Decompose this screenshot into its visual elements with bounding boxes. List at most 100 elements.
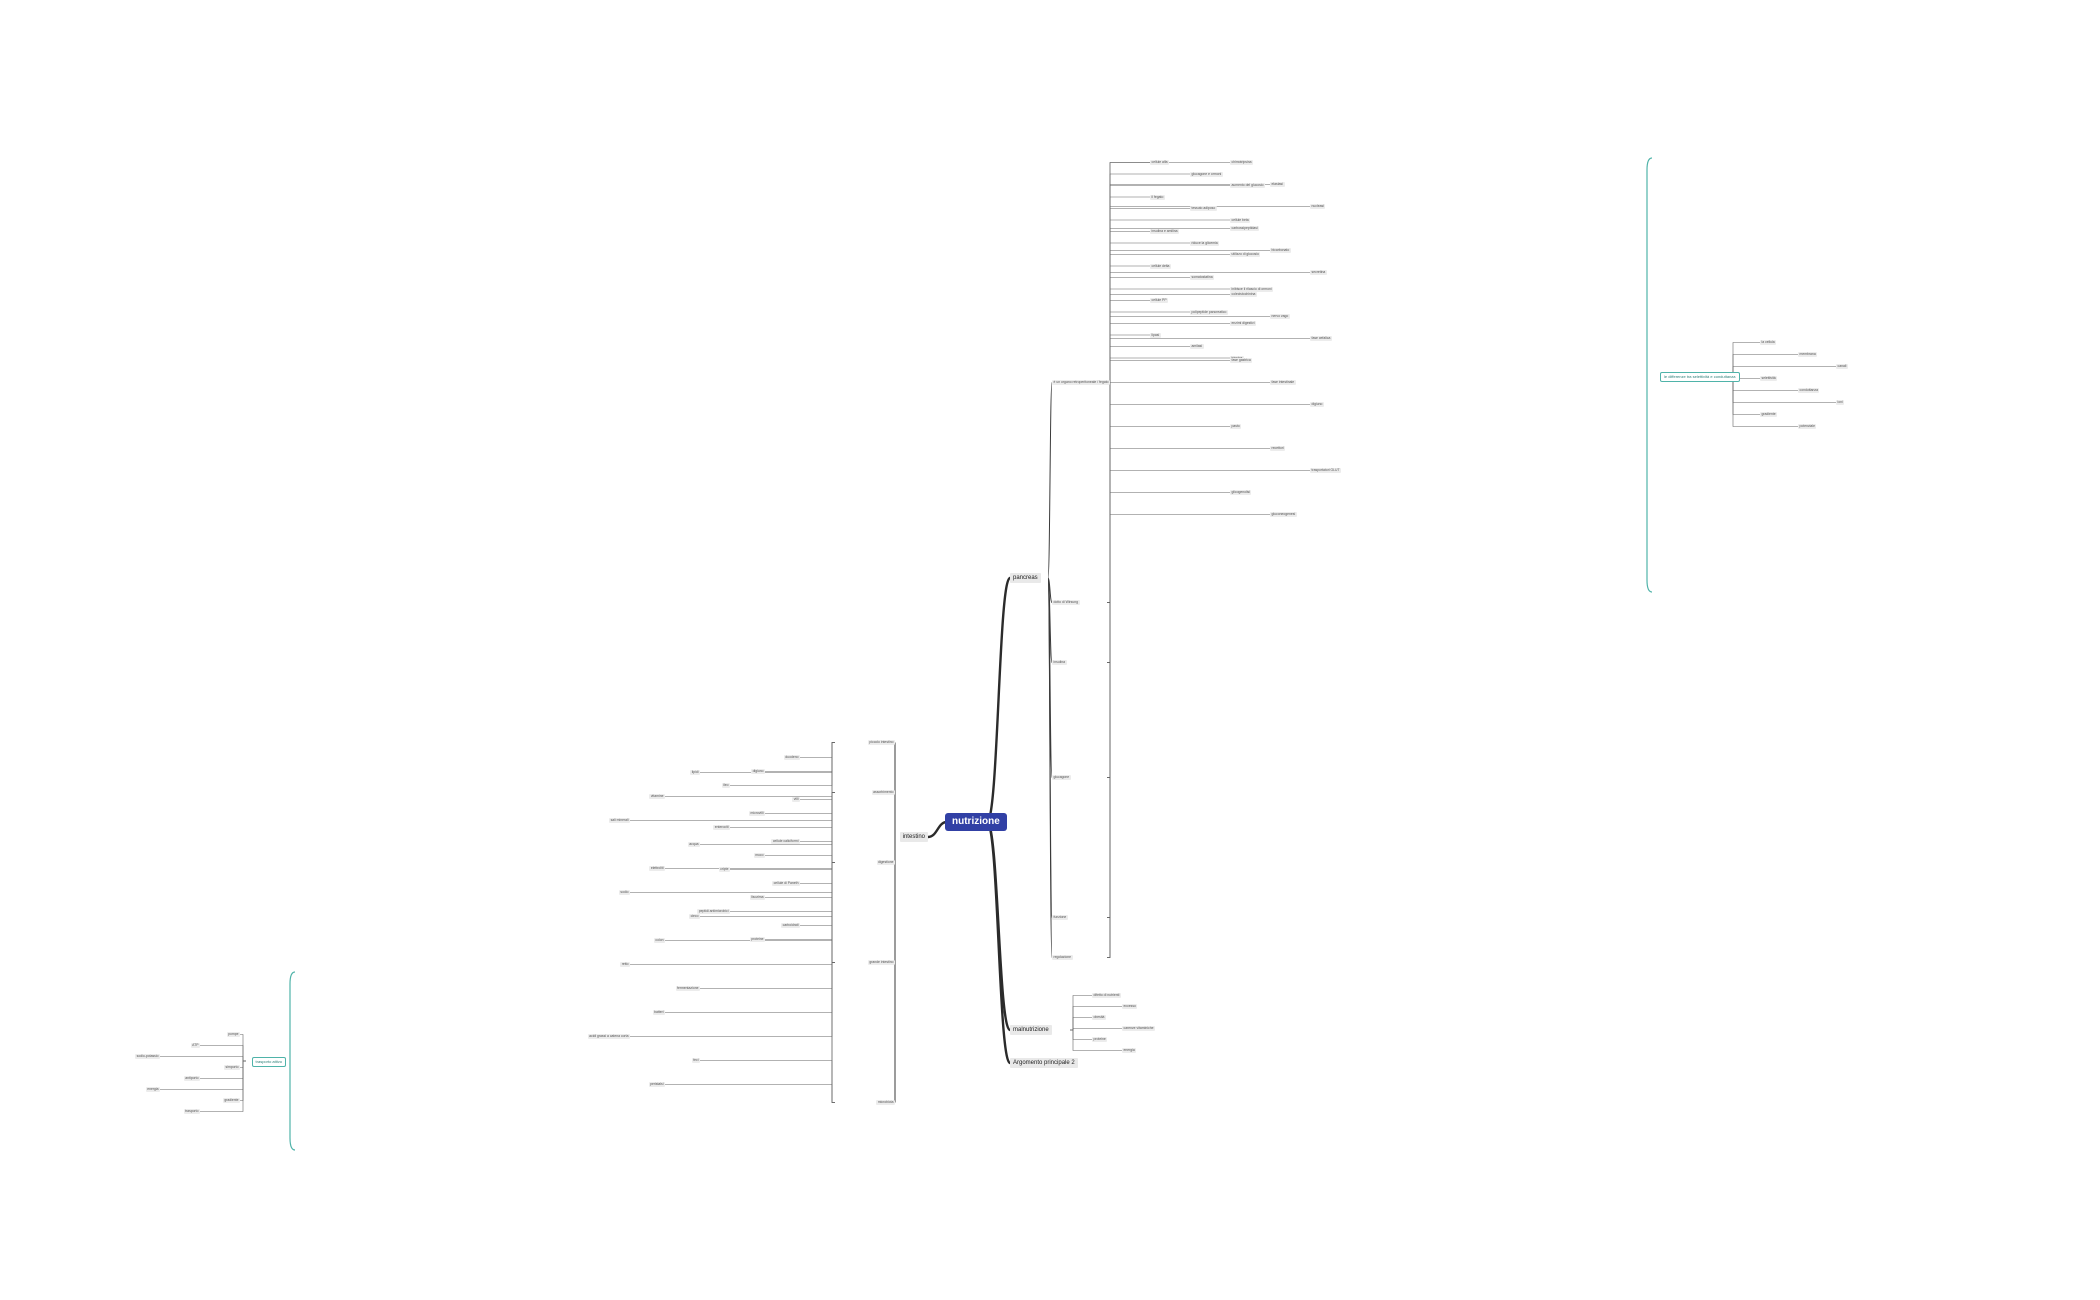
- intestino-item-3[interactable]: villi: [792, 797, 800, 802]
- pancreas-item-9[interactable]: cellule delta: [1150, 263, 1171, 269]
- left-item-4[interactable]: antiporto: [183, 1076, 200, 1081]
- root-topic[interactable]: nutrizione: [945, 813, 1007, 831]
- right-item-2[interactable]: canali: [1836, 364, 1848, 369]
- intestino-item-6[interactable]: cellule caliciformi: [771, 839, 800, 844]
- intestino-item-17[interactable]: acqua: [687, 842, 700, 847]
- intestino-sub-2[interactable]: digestione: [876, 860, 895, 865]
- pancreas-item-31[interactable]: recettori: [1270, 446, 1286, 451]
- pancreas-item-11[interactable]: inibisce il rilascio di ormoni: [1230, 286, 1274, 292]
- pancreas-sub-1[interactable]: dotto di Wirsung: [1052, 600, 1080, 605]
- left-item-2[interactable]: sodio-potassio: [135, 1054, 160, 1059]
- pancreas-item-23[interactable]: secretina: [1310, 270, 1327, 275]
- intestino-sub-4[interactable]: microbiota: [876, 1100, 895, 1105]
- pancreas-item-15[interactable]: lipasi: [1150, 332, 1161, 338]
- pancreas-item-1[interactable]: glucagone e ormoni: [1190, 171, 1223, 177]
- pancreas-item-34[interactable]: gluconeogenesi: [1270, 512, 1297, 517]
- pancreas-sub-2[interactable]: insulina: [1052, 660, 1067, 665]
- left-item-0[interactable]: pompe: [226, 1032, 240, 1037]
- pancreas-item-25[interactable]: nervo vago: [1270, 314, 1290, 319]
- right-item-5[interactable]: ioni: [1836, 400, 1845, 405]
- intestino-item-15[interactable]: vitamine: [649, 794, 665, 799]
- branch-malnutrizione[interactable]: malnutrizione: [1010, 1025, 1052, 1035]
- intestino-item-11[interactable]: peptidi antimicrobici: [697, 909, 730, 914]
- intestino-item-7[interactable]: muco: [753, 853, 765, 858]
- intestino-item-2[interactable]: ileo: [721, 783, 730, 788]
- malnutrizione-item-1[interactable]: eccesso: [1122, 1004, 1138, 1009]
- left-item-1[interactable]: ATP: [190, 1043, 200, 1048]
- intestino-item-4[interactable]: microvilli: [749, 811, 765, 816]
- intestino-item-13[interactable]: proteine: [749, 937, 765, 942]
- intestino-sub-1[interactable]: assorbimento: [871, 790, 895, 795]
- pancreas-item-5[interactable]: cellule beta: [1230, 217, 1251, 223]
- intestino-sub-3[interactable]: grande intestino: [867, 960, 895, 965]
- pancreas-item-20[interactable]: nucleasi: [1310, 204, 1326, 209]
- pancreas-item-24[interactable]: colecistochinina: [1230, 292, 1257, 297]
- intestino-sub-0[interactable]: piccolo intestino: [867, 740, 895, 745]
- intestino-item-10[interactable]: lisozima: [749, 895, 765, 900]
- intestino-item-21[interactable]: colon: [653, 938, 665, 943]
- pancreas-item-22[interactable]: bicarbonato: [1270, 248, 1291, 253]
- intestino-item-8[interactable]: cripte: [718, 867, 730, 872]
- intestino-item-5[interactable]: enterociti: [713, 825, 730, 830]
- intestino-item-19[interactable]: sodio: [618, 890, 630, 895]
- intestino-item-16[interactable]: sali minerali: [609, 818, 630, 823]
- pancreas-item-2[interactable]: aumento del glucosio: [1230, 183, 1266, 188]
- pancreas-item-29[interactable]: digiuno: [1310, 402, 1324, 407]
- left-item-5[interactable]: energia: [145, 1087, 160, 1092]
- intestino-item-18[interactable]: elettroliti: [649, 866, 665, 871]
- pancreas-item-12[interactable]: cellule PP: [1150, 298, 1169, 303]
- intestino-item-27[interactable]: peristalsi: [648, 1082, 665, 1087]
- pancreas-sub-3[interactable]: glucagone: [1052, 775, 1071, 780]
- pancreas-sub-5[interactable]: regolazione: [1052, 955, 1073, 960]
- pancreas-item-19[interactable]: elastasi: [1270, 182, 1285, 187]
- intestino-item-0[interactable]: duodeno: [783, 755, 800, 760]
- intestino-item-1[interactable]: digiuno: [751, 769, 765, 774]
- malnutrizione-item-5[interactable]: energia: [1122, 1048, 1137, 1053]
- right-item-3[interactable]: selettività: [1760, 376, 1778, 381]
- pancreas-item-3[interactable]: il fegato: [1150, 194, 1165, 200]
- pancreas-item-16[interactable]: amilasi: [1190, 344, 1204, 349]
- malnutrizione-item-4[interactable]: proteine: [1092, 1037, 1108, 1042]
- pancreas-item-21[interactable]: carbossipeptidasi: [1230, 226, 1260, 231]
- pancreas-sub-4[interactable]: funzione: [1052, 915, 1068, 920]
- intestino-item-20[interactable]: cieco: [689, 914, 700, 919]
- intestino-item-23[interactable]: fermentazione: [675, 986, 700, 991]
- pancreas-item-8[interactable]: utilizzo di glucosio: [1230, 252, 1261, 257]
- floating-topic-trasporto[interactable]: trasporto attivo: [251, 1057, 286, 1067]
- pancreas-item-4[interactable]: tessuto adiposo: [1190, 206, 1217, 211]
- malnutrizione-item-3[interactable]: carenze vitaminiche: [1122, 1026, 1155, 1031]
- pancreas-item-27[interactable]: fase gastrica: [1230, 358, 1253, 363]
- pancreas-item-10[interactable]: somatostatina: [1190, 275, 1215, 280]
- floating-topic-selettivita[interactable]: le differenze tra selettività e condutta…: [1660, 372, 1740, 382]
- intestino-item-12[interactable]: carboidrati: [781, 923, 800, 928]
- pancreas-item-7[interactable]: riduce la glicemia: [1190, 240, 1220, 246]
- intestino-item-22[interactable]: retto: [620, 962, 630, 967]
- pancreas-item-33[interactable]: glicogenolisi: [1230, 490, 1252, 495]
- pancreas-sub-0[interactable]: è un organo retroperitoneale / fegato: [1052, 380, 1111, 385]
- branch-argomento[interactable]: Argomento principale 2: [1010, 1058, 1078, 1068]
- pancreas-item-13[interactable]: polipeptide pancreatico: [1190, 309, 1228, 315]
- left-item-6[interactable]: gradiente: [222, 1098, 240, 1103]
- right-item-1[interactable]: membrana: [1798, 352, 1818, 357]
- right-item-7[interactable]: potenziale: [1798, 424, 1817, 429]
- pancreas-item-28[interactable]: fase intestinale: [1270, 380, 1296, 385]
- right-item-0[interactable]: la cellula: [1760, 340, 1777, 345]
- intestino-item-14[interactable]: lipidi: [690, 770, 700, 775]
- malnutrizione-item-0[interactable]: difetto di nutrienti: [1092, 993, 1121, 998]
- right-item-4[interactable]: conduttanza: [1798, 388, 1820, 393]
- pancreas-item-32[interactable]: trasportatori GLUT: [1310, 468, 1342, 473]
- intestino-item-9[interactable]: cellule di Paneth: [772, 881, 800, 886]
- branch-intestino[interactable]: intestino: [899, 832, 928, 842]
- left-item-7[interactable]: trasporto: [183, 1109, 200, 1114]
- intestino-item-24[interactable]: batteri: [652, 1010, 665, 1015]
- branch-pancreas[interactable]: pancreas: [1010, 573, 1041, 583]
- pancreas-item-14[interactable]: enzimi digestivi: [1230, 321, 1256, 326]
- left-item-3[interactable]: simporto: [223, 1065, 240, 1070]
- pancreas-item-18[interactable]: chimotripsina: [1230, 160, 1253, 165]
- intestino-item-25[interactable]: acidi grassi a catena corta: [587, 1034, 630, 1039]
- right-item-6[interactable]: gradiente: [1760, 412, 1778, 417]
- pancreas-item-0[interactable]: cellule alfa: [1150, 160, 1170, 165]
- pancreas-item-30[interactable]: pasto: [1230, 424, 1242, 429]
- intestino-item-26[interactable]: feci: [691, 1058, 700, 1063]
- pancreas-item-6[interactable]: insulina e amilina: [1150, 229, 1180, 234]
